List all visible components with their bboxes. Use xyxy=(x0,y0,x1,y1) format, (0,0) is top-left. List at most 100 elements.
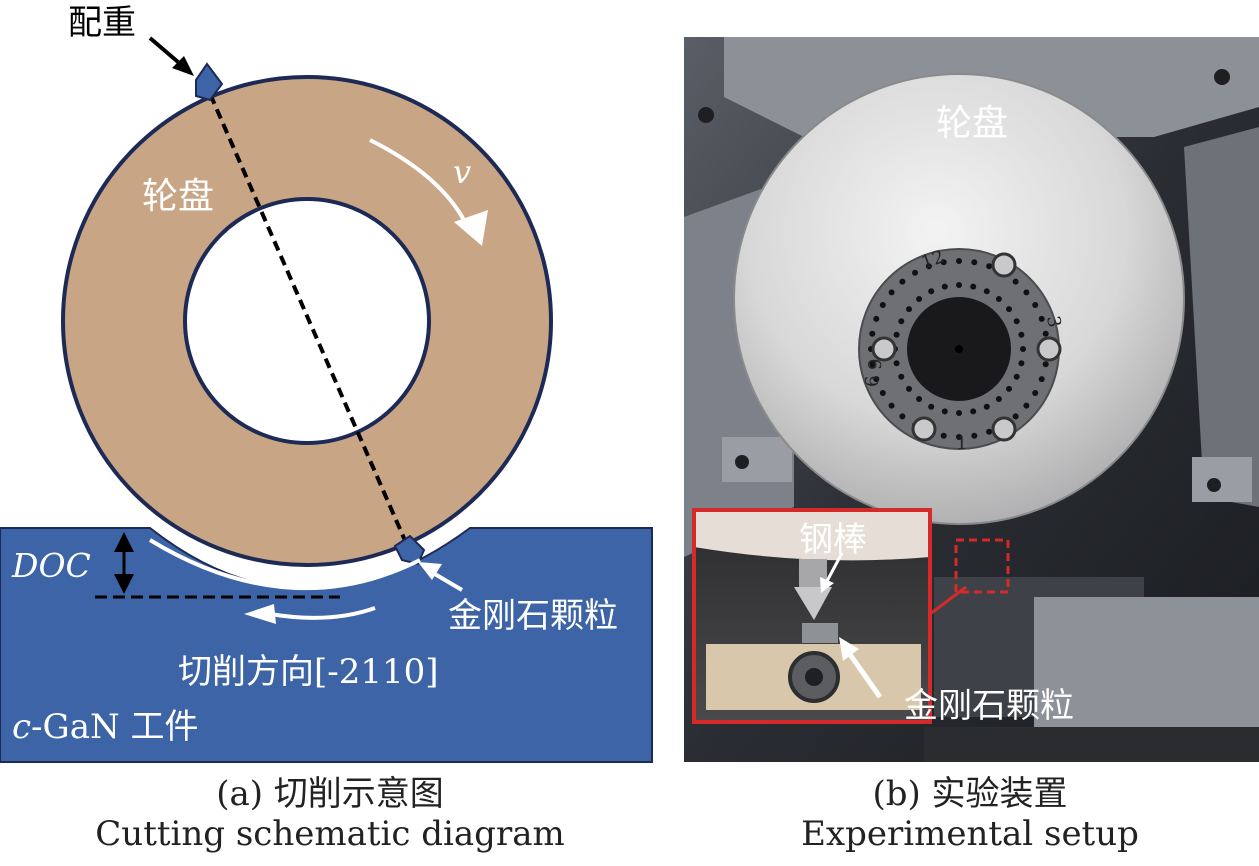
hub-hole xyxy=(941,283,948,290)
hub-hole xyxy=(1012,278,1019,285)
hub-hole xyxy=(1013,318,1020,325)
hub-hole xyxy=(956,410,962,416)
workpiece-prefix: c xyxy=(12,707,31,747)
hub-hole xyxy=(940,432,947,439)
diamond-grain-shape xyxy=(393,534,426,566)
counterweight-shape xyxy=(195,62,224,102)
label-workpiece: c-GaN 工件 xyxy=(12,707,199,747)
hub-hole xyxy=(970,283,977,290)
hub-hole xyxy=(956,282,962,288)
hub-hole xyxy=(1020,346,1026,352)
caption-a: (a) 切削示意图 Cutting schematic diagram xyxy=(40,774,620,854)
counterweight-arrowhead xyxy=(172,56,194,76)
hub-hole xyxy=(986,263,993,270)
direction-arrow xyxy=(269,606,376,620)
hub-hole xyxy=(956,258,962,264)
hub-hole xyxy=(928,288,935,295)
label-wheel: 轮盘 xyxy=(142,176,214,217)
hub-bolt-4 xyxy=(911,416,937,442)
velocity-arrow xyxy=(369,138,467,223)
hub-hole xyxy=(970,408,977,415)
label-counterweight: 配重 xyxy=(68,3,136,43)
stage-base xyxy=(924,727,1259,762)
hub-bolt-2 xyxy=(871,336,897,362)
hub-hole xyxy=(912,269,918,276)
doc-arrowhead-bottom xyxy=(114,574,134,594)
hub-hole xyxy=(995,396,1002,402)
hub-hole xyxy=(1012,413,1019,420)
hub-hole xyxy=(899,278,906,285)
velocity-arrowhead xyxy=(454,210,488,246)
disc-mark-3: 3 xyxy=(1042,314,1065,329)
hub-hole xyxy=(869,330,876,337)
caption-a-en: Cutting schematic diagram xyxy=(95,814,565,854)
diamond-arrowhead xyxy=(418,562,442,580)
frame-bolt-4 xyxy=(1207,478,1221,492)
label-steel-rod: 钢棒 xyxy=(799,520,867,560)
hub-hole xyxy=(898,373,905,380)
hub-hole xyxy=(1023,402,1030,409)
cutting-schematic-panel: 配重 轮盘 v DOC 金刚石颗粒 切削方向[-2110] c-GaN 工件 xyxy=(0,0,655,770)
hub-hole xyxy=(916,396,923,402)
hub-hole xyxy=(925,263,932,270)
stage-slide xyxy=(1034,597,1259,727)
hub-hole xyxy=(916,296,923,302)
hub-hole xyxy=(898,318,905,325)
hub-hole xyxy=(1032,390,1039,396)
highlight-connector xyxy=(929,585,967,616)
inset-disc-edge xyxy=(694,510,930,561)
hub-hole xyxy=(879,390,886,396)
hub-hole xyxy=(873,315,880,322)
hub-hole xyxy=(983,288,990,295)
caption-b: (b) 实验装置 Experimental setup xyxy=(720,774,1220,854)
hub-hole xyxy=(1018,331,1025,338)
machine-block-left xyxy=(722,437,792,482)
hub-hole xyxy=(888,402,895,409)
hub-hole xyxy=(1006,385,1012,392)
schematic-svg: 配重 轮盘 v DOC 金刚石颗粒 切削方向[-2110] c-GaN 工件 xyxy=(0,3,653,763)
hub-hole xyxy=(995,296,1002,302)
caption-b-cn: (b) 实验装置 xyxy=(872,774,1068,814)
hub-hole xyxy=(906,306,912,313)
hub-hole xyxy=(928,403,935,410)
inset-rod-arrowhead xyxy=(820,577,834,593)
hub-hole xyxy=(940,259,947,266)
zoom-inset xyxy=(692,508,932,724)
label-doc: DOC xyxy=(11,546,91,585)
machine-frame-right xyxy=(1184,127,1259,507)
label-velocity: v xyxy=(453,153,471,191)
workpiece-rest: -GaN 工件 xyxy=(31,707,198,747)
inset-diamond-arrowhead xyxy=(839,637,859,661)
hub-hole xyxy=(986,428,993,435)
hub-hole xyxy=(869,361,876,368)
label-diamond-grain-photo: 金刚石颗粒 xyxy=(904,686,1074,726)
hub-hole xyxy=(1018,360,1025,367)
frame-bolt-2 xyxy=(1214,69,1230,85)
caption-a-cn: (a) 切削示意图 xyxy=(216,774,444,814)
hub-bolt-3 xyxy=(1036,336,1062,362)
inset-diamond-arrow xyxy=(846,651,883,699)
hub-hole xyxy=(941,408,948,415)
diameter-line xyxy=(202,79,412,553)
hub-hole xyxy=(873,376,880,383)
experimental-setup-panel: 12 3 6 9 1 轮盘 钢棒 金刚石颗粒 xyxy=(684,37,1259,762)
hub-hole xyxy=(1038,315,1045,322)
hub-hole xyxy=(893,360,900,367)
inset-screw-center xyxy=(805,668,823,686)
hub-hole xyxy=(888,289,895,296)
hub-hole xyxy=(956,434,962,440)
inset-rod-tip xyxy=(794,587,832,620)
label-diamond-grain: 金刚石颗粒 xyxy=(448,596,618,636)
hub-hole xyxy=(971,432,978,439)
label-wheel-photo: 轮盘 xyxy=(936,103,1008,144)
hub-bolt-1 xyxy=(991,252,1017,278)
machine-block-right xyxy=(1192,457,1252,502)
disc-mark-1: 1 xyxy=(956,433,967,454)
label-cutting-direction: 切削方向[-2110] xyxy=(178,652,439,692)
hub-holes xyxy=(868,258,1050,440)
hub-hole xyxy=(971,259,978,266)
hub-hole xyxy=(899,413,906,420)
frame-bolt-3 xyxy=(735,455,749,469)
hub-hole xyxy=(893,331,900,338)
disc-center-dot xyxy=(955,345,963,353)
